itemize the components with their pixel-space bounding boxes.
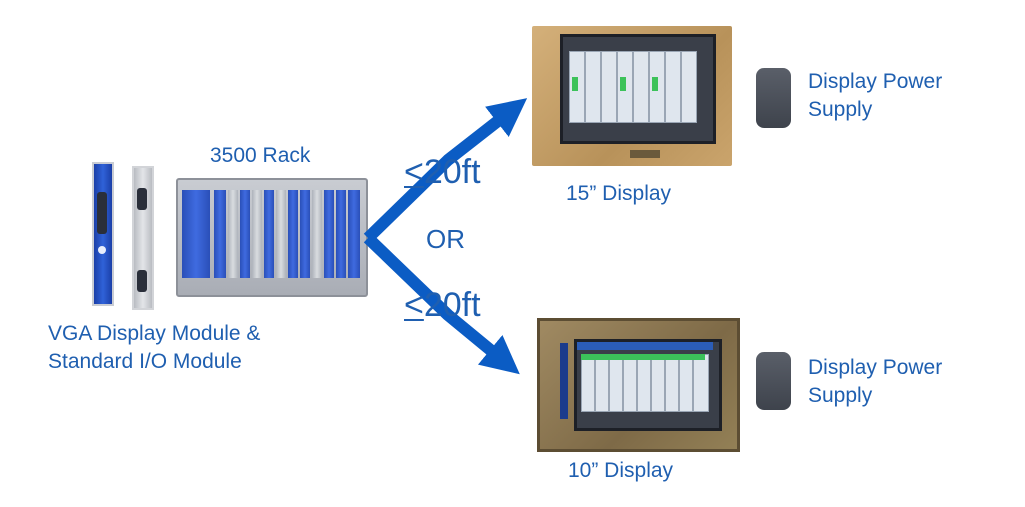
modules-caption: VGA Display Module & Standard I/O Module — [48, 320, 260, 376]
arrow-to-10-display — [363, 233, 520, 375]
modules-caption-line2: Standard I/O Module — [48, 350, 242, 373]
psu-bottom-caption: Display Power Supply — [808, 354, 942, 410]
distance-bottom-value: 20ft — [423, 286, 481, 324]
psu-bottom-line1: Display Power — [808, 356, 943, 379]
rack-caption: 3500 Rack — [210, 144, 311, 167]
psu-bottom-line2: Supply — [808, 384, 873, 407]
psu-top-image — [756, 68, 791, 128]
standard-io-module — [132, 166, 154, 310]
distance-top-value: 20ft — [423, 153, 481, 191]
psu-top-caption: Display Power Supply — [808, 68, 942, 124]
psu-top-line1: Display Power — [808, 70, 943, 93]
less-equal-symbol-bottom: < — [404, 286, 424, 324]
arrow-to-15-display — [363, 98, 528, 243]
display-15-caption: 15” Display — [566, 182, 672, 205]
vga-display-module — [92, 162, 114, 306]
display-10-caption: 10” Display — [568, 459, 674, 482]
vga-io-modules-image — [92, 162, 162, 310]
display-15-image — [532, 26, 732, 166]
or-label: OR — [426, 224, 465, 254]
less-equal-symbol-top: < — [404, 153, 424, 191]
display-10-image — [537, 318, 740, 452]
psu-top-line2: Supply — [808, 98, 873, 121]
distance-bottom-label: <20ft — [404, 285, 481, 325]
modules-caption-line1: VGA Display Module & — [48, 322, 261, 345]
psu-bottom-image — [756, 352, 791, 410]
rack-3500-image — [176, 178, 368, 297]
distance-top-label: <20ft — [404, 152, 481, 192]
